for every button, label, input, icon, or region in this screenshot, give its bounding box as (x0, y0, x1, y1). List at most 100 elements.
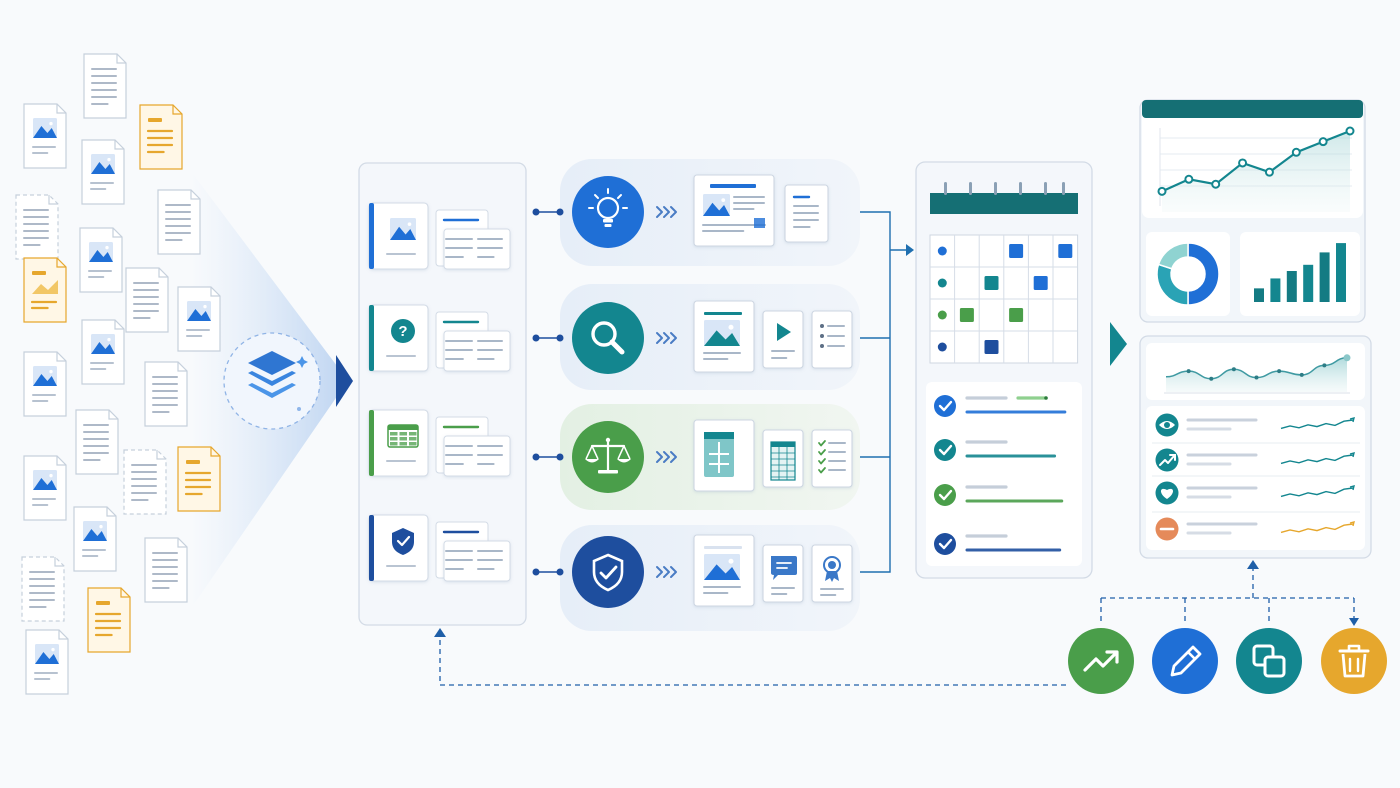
trend-line (1161, 129, 1351, 193)
scheduled-cell (1058, 244, 1073, 258)
image-document-icon (177, 286, 221, 352)
sparkline (1280, 419, 1354, 430)
dashboard-header-bar (1142, 100, 1363, 118)
checklist-item (934, 533, 1062, 555)
sparkline (1280, 523, 1354, 534)
image-icon (390, 218, 416, 240)
edit-button[interactable] (1152, 628, 1218, 694)
trend-line-chart (1157, 126, 1355, 212)
bar-chart (1254, 243, 1346, 302)
eye-icon (1155, 413, 1179, 437)
donut-slice (1157, 242, 1189, 270)
trend-point (1318, 137, 1328, 147)
text-document-icon (15, 194, 59, 260)
checklist-card (926, 382, 1082, 566)
analyze-button[interactable] (1068, 628, 1134, 694)
area-point (1209, 376, 1214, 381)
sparkline (1280, 454, 1354, 465)
text-document-icon (83, 53, 127, 119)
scheduled-cell (1009, 308, 1024, 322)
area-point (1277, 369, 1282, 374)
image-document-icon (25, 629, 69, 695)
bar (1286, 271, 1297, 302)
text-document-icon (87, 587, 131, 653)
video-document-icon (762, 310, 804, 369)
lightbulb-icon (572, 176, 644, 248)
table-icon (387, 424, 419, 448)
text-document-icon (123, 449, 167, 515)
metric-row (1155, 413, 1355, 437)
lane-ideas (532, 159, 860, 266)
trend-point (1291, 147, 1301, 157)
merge-connector (860, 211, 908, 573)
image-document-icon (79, 227, 123, 293)
lane-connector (532, 208, 564, 216)
metric-row (1152, 442, 1360, 472)
scheduled-cell (959, 308, 974, 322)
category-card-image[interactable] (368, 202, 511, 270)
trend-up-icon (1155, 448, 1179, 472)
category-detail-card (435, 209, 511, 270)
text-document-icon (177, 446, 221, 512)
category-card-security[interactable] (368, 514, 511, 582)
text-document-icon (139, 104, 183, 170)
bar-chart-card (1240, 232, 1360, 316)
bar (1336, 243, 1346, 302)
checklist-item (934, 439, 1057, 461)
sparkline (1280, 487, 1354, 498)
text-document-icon (21, 556, 65, 622)
category-card-table[interactable] (368, 409, 511, 477)
check-circle-icon (934, 484, 956, 506)
lane-compliance (532, 404, 860, 510)
schedule-grid (929, 234, 1079, 364)
bar (1254, 288, 1264, 302)
feedback-connectors (439, 566, 1355, 686)
chevrons-icon (656, 332, 677, 344)
category-detail-card (435, 416, 511, 477)
category-card-question[interactable]: ? (368, 304, 511, 372)
category-panel (358, 162, 527, 626)
text-document-icon (144, 537, 188, 603)
chevrons-icon (656, 206, 677, 218)
scheduled-cell (1009, 244, 1024, 258)
donut-chart (1156, 242, 1220, 306)
trend-point (1345, 126, 1355, 136)
category-detail-card (435, 521, 511, 582)
duplicate-button[interactable] (1236, 628, 1302, 694)
image-document-icon (23, 351, 67, 417)
calendar-icon (930, 182, 1078, 214)
ingest-hub (223, 332, 321, 430)
action-buttons (1068, 628, 1387, 694)
check-circle-icon (934, 395, 956, 417)
heart-icon (1155, 481, 1179, 505)
metrics-card (1146, 406, 1365, 550)
feedback-arrowhead-categories (434, 628, 446, 637)
image-document-icon (693, 300, 755, 373)
merge-arrowhead (906, 244, 914, 256)
processing-lanes (532, 159, 860, 631)
source-documents (15, 53, 221, 695)
lane-connector (532, 568, 564, 576)
image-document-icon (23, 103, 67, 169)
image-document-icon (81, 139, 125, 205)
check-circle-icon (934, 533, 956, 555)
text-document-icon (125, 267, 169, 333)
scheduled-cell (984, 340, 999, 354)
row-marker (937, 278, 947, 288)
text-document-icon (157, 189, 201, 255)
pencil-icon (1170, 645, 1202, 677)
text-document-icon (784, 184, 829, 243)
checklist-document-icon (811, 429, 853, 488)
list-document-icon (811, 310, 853, 369)
trend-point (1264, 167, 1274, 177)
check-circle-icon (934, 439, 956, 461)
text-document-icon (75, 409, 119, 475)
row-marker (937, 310, 947, 320)
metrics-list (1152, 413, 1360, 541)
lane-connector (532, 453, 564, 461)
metric-row (1152, 511, 1360, 541)
delete-button[interactable] (1321, 628, 1387, 694)
bar (1319, 252, 1330, 302)
minus-icon (1155, 517, 1179, 541)
